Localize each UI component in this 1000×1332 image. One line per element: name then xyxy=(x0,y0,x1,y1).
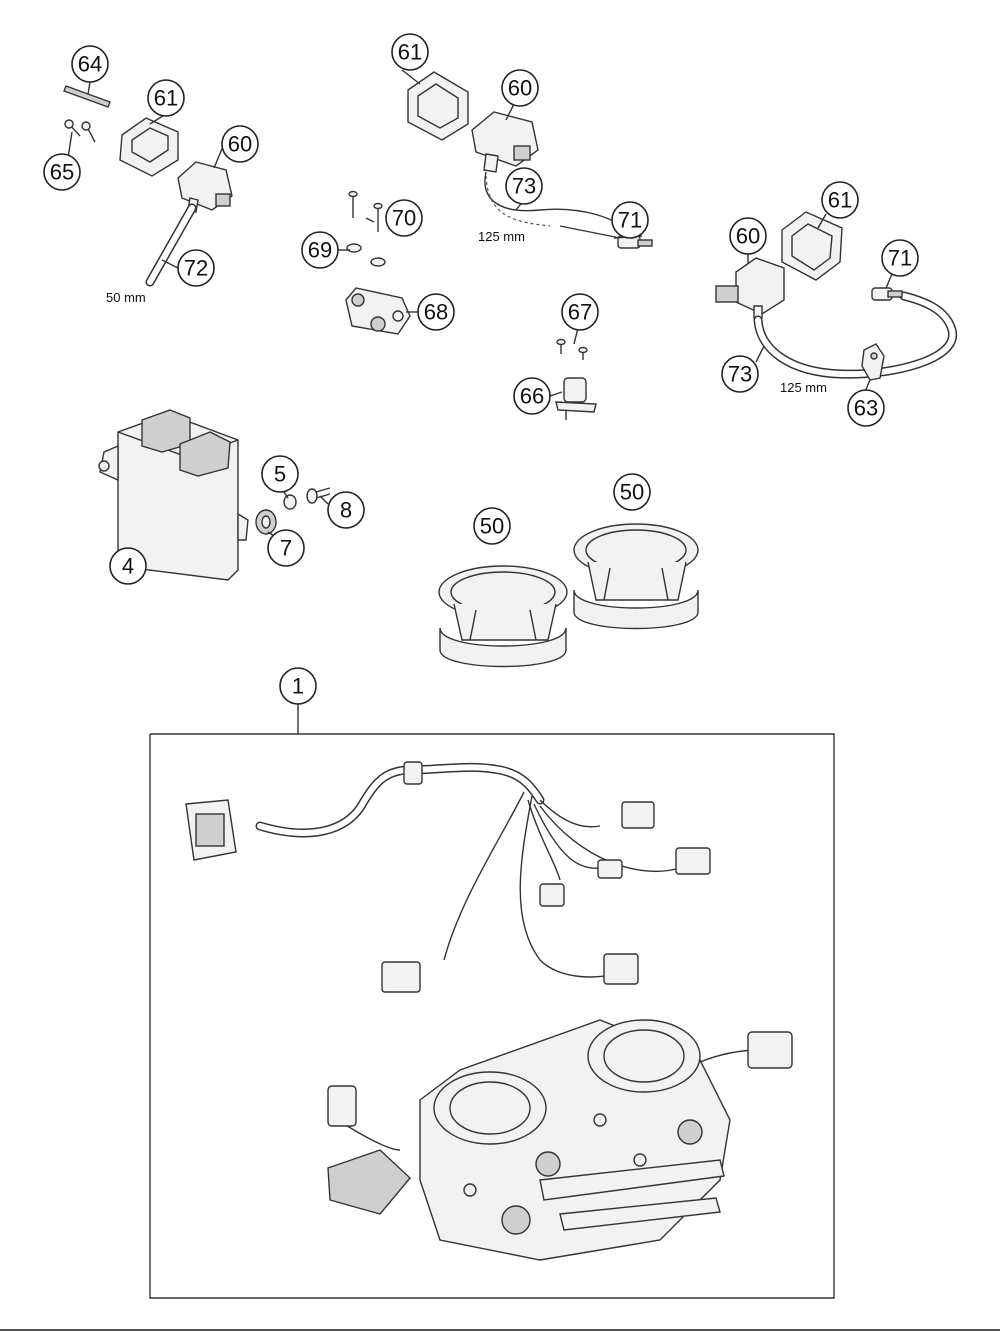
bracket-strip xyxy=(63,85,111,108)
callout-71-center: 71 xyxy=(611,201,649,239)
callout-60-center: 60 xyxy=(501,69,539,107)
hose-fitting-right xyxy=(871,287,903,301)
callout-50-left: 50 xyxy=(473,507,511,545)
sensor-cap-center xyxy=(407,71,469,141)
position-sensor xyxy=(555,377,597,420)
ecu-group xyxy=(98,409,331,581)
sensor-cap xyxy=(119,117,179,177)
callout-61-left: 61 xyxy=(147,79,185,117)
measurement-hose-left: 50 mm xyxy=(106,290,146,305)
throttle-bodies xyxy=(327,1019,793,1261)
harness-connector-e xyxy=(381,961,421,993)
screws-67 xyxy=(556,338,588,360)
intake-trumpet-left xyxy=(438,565,568,668)
callout-68: 68 xyxy=(417,293,455,331)
callout-70: 70 xyxy=(385,199,423,237)
callout-63: 63 xyxy=(847,389,885,427)
svg-text:4: 4 xyxy=(122,554,134,579)
svg-text:50: 50 xyxy=(480,514,504,539)
svg-text:61: 61 xyxy=(828,188,852,213)
callout-66: 66 xyxy=(513,377,551,415)
svg-text:65: 65 xyxy=(50,160,74,185)
wiring-harness xyxy=(185,761,711,993)
callout-73-center: 73 xyxy=(505,167,543,205)
harness-connector-b xyxy=(675,847,711,875)
svg-text:71: 71 xyxy=(888,246,912,271)
svg-text:60: 60 xyxy=(736,224,760,249)
svg-text:67: 67 xyxy=(568,300,592,325)
callout-1: 1 xyxy=(279,667,317,705)
callout-67: 67 xyxy=(561,293,599,331)
svg-text:60: 60 xyxy=(508,76,532,101)
intake-trumpet-right xyxy=(573,523,699,630)
harness-connector-a xyxy=(621,801,655,829)
svg-text:1: 1 xyxy=(292,674,304,699)
screws-70 xyxy=(348,190,383,232)
screw-8 xyxy=(306,487,331,504)
callout-7: 7 xyxy=(267,529,305,567)
sensor-group-center xyxy=(345,71,653,420)
svg-text:63: 63 xyxy=(854,396,878,421)
svg-text:7: 7 xyxy=(280,536,292,561)
svg-text:5: 5 xyxy=(274,462,286,487)
sensor-group-left xyxy=(63,85,233,287)
callout-61-right: 61 xyxy=(821,181,859,219)
svg-text:61: 61 xyxy=(154,86,178,111)
callout-5: 5 xyxy=(261,455,299,493)
callout-60-left: 60 xyxy=(221,125,259,163)
callout-65: 65 xyxy=(43,153,81,191)
callout-69: 69 xyxy=(301,231,339,269)
harness-connector-f xyxy=(603,953,639,985)
hose-fitting-center xyxy=(617,235,653,249)
svg-text:69: 69 xyxy=(308,238,332,263)
svg-text:72: 72 xyxy=(184,256,208,281)
throttle-connector-left xyxy=(327,1085,357,1127)
svg-text:8: 8 xyxy=(340,498,352,523)
svg-text:68: 68 xyxy=(424,300,448,325)
sensor-group-right xyxy=(715,211,957,381)
callout-50-right: 50 xyxy=(613,473,651,511)
washer xyxy=(283,494,297,510)
callout-60-right: 60 xyxy=(729,217,767,255)
callout-72: 72 xyxy=(177,249,215,287)
screw-pair-65 xyxy=(64,119,96,143)
measurement-hose-right: 125 mm xyxy=(780,380,827,395)
throttle-connector-right xyxy=(747,1031,793,1069)
callout-64: 64 xyxy=(71,45,109,83)
callout-4: 4 xyxy=(109,547,147,585)
intake-trumpets xyxy=(438,523,699,668)
svg-text:70: 70 xyxy=(392,206,416,231)
harness-connector-c xyxy=(597,859,623,879)
callout-61-center: 61 xyxy=(391,33,429,71)
throttle-body-assembly xyxy=(149,704,835,1299)
callout-8: 8 xyxy=(327,491,365,529)
harness-connector-d xyxy=(539,883,565,907)
callout-71-right: 71 xyxy=(881,239,919,277)
sensor-cap-right xyxy=(781,211,843,281)
svg-text:61: 61 xyxy=(398,40,422,65)
svg-text:71: 71 xyxy=(618,208,642,233)
svg-text:66: 66 xyxy=(520,384,544,409)
svg-text:73: 73 xyxy=(512,174,536,199)
measurement-hose-center: 125 mm xyxy=(478,229,525,244)
svg-text:50: 50 xyxy=(620,480,644,505)
svg-text:64: 64 xyxy=(78,52,102,77)
callout-73-right: 73 xyxy=(721,355,759,393)
svg-text:60: 60 xyxy=(228,132,252,157)
svg-text:73: 73 xyxy=(728,362,752,387)
hose-clip xyxy=(861,343,885,381)
